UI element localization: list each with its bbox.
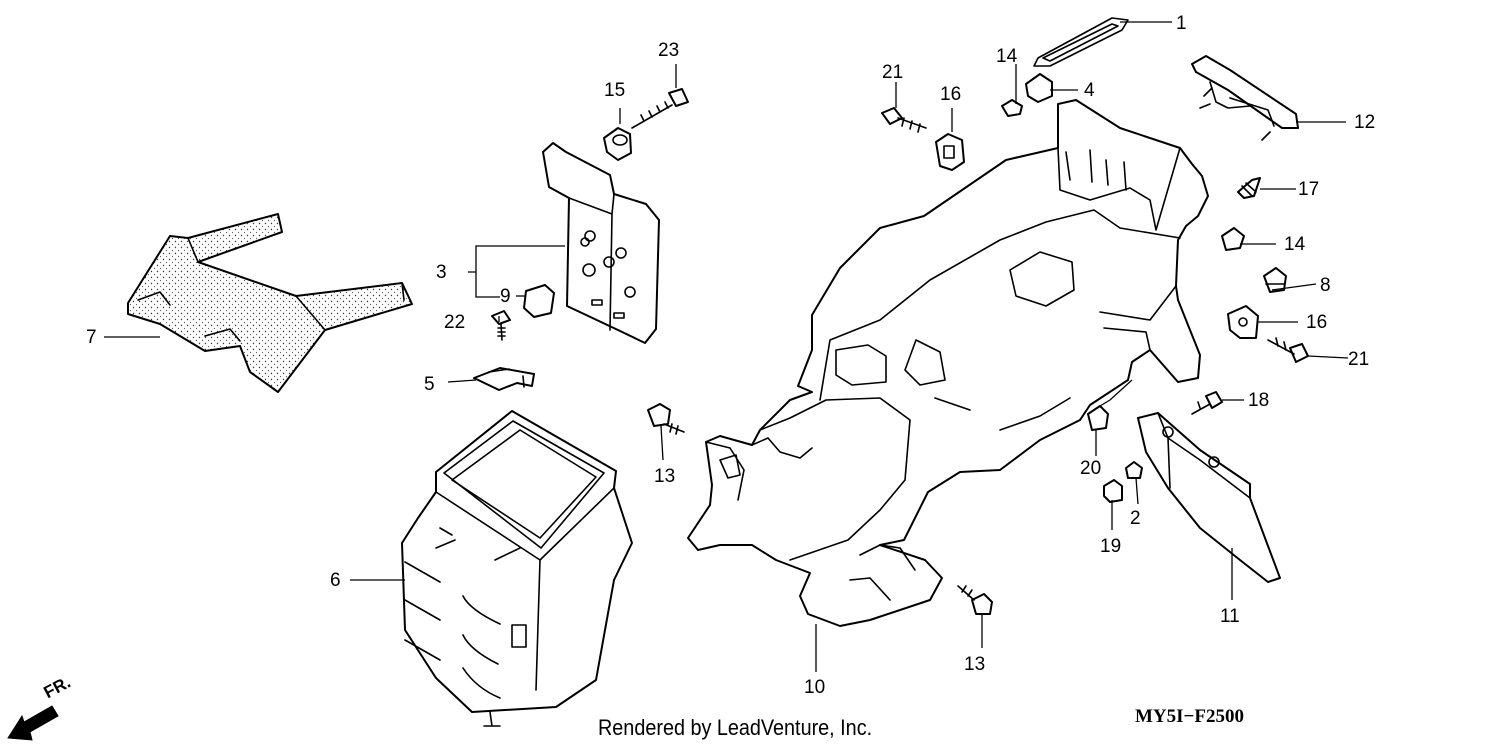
- part-16-clip-right: [1227, 305, 1259, 339]
- callout-21-top: 21: [882, 62, 903, 83]
- callout-10: 10: [804, 677, 825, 698]
- part-16-clip-top: [935, 133, 965, 171]
- render-credit: Rendered by LeadVenture, Inc.: [598, 715, 873, 740]
- part-5-bracket: [473, 367, 535, 391]
- callout-7: 7: [86, 327, 97, 348]
- part-4-clip: [1025, 73, 1053, 103]
- leader-lines: [104, 21, 1349, 672]
- part-7-tray: [127, 213, 413, 393]
- part-21-bolt-right: [1267, 337, 1309, 363]
- part-8-nut: [1263, 267, 1287, 293]
- part-1-gasket: [1033, 17, 1129, 67]
- front-direction-arrow-icon: [7, 705, 59, 741]
- callout-9: 9: [500, 286, 511, 307]
- part-17-clip: [1237, 177, 1261, 199]
- part-11-side-cover: [1137, 412, 1281, 583]
- part-18-screw: [1191, 391, 1223, 415]
- callout-1: 1: [1176, 13, 1187, 34]
- callout-5: 5: [424, 374, 435, 395]
- part-23-bolt: [631, 88, 689, 129]
- part-13-bolt-left: [647, 403, 685, 435]
- part-22-bolt: [491, 310, 511, 341]
- part-15-grommet: [603, 127, 632, 161]
- part-2-washer: [1125, 461, 1143, 479]
- part-20-collar: [1087, 405, 1109, 431]
- callout-15: 15: [604, 80, 625, 101]
- callout-19: 19: [1100, 536, 1121, 557]
- callout-13-left: 13: [654, 466, 675, 487]
- callout-23: 23: [658, 40, 679, 61]
- part-21-bolt-top: [881, 107, 927, 133]
- callout-2: 2: [1130, 508, 1141, 529]
- callout-8: 8: [1320, 275, 1331, 296]
- callout-14-right: 14: [1284, 234, 1306, 255]
- part-9-cushion: [523, 284, 555, 318]
- callout-17: 17: [1298, 179, 1319, 200]
- callout-20: 20: [1080, 458, 1101, 479]
- diagram-code: MY5I−F2500: [1135, 706, 1244, 727]
- callout-13-bottom: 13: [964, 654, 985, 675]
- part-6-airbox: [401, 410, 633, 727]
- callout-12: 12: [1354, 112, 1375, 133]
- callout-4: 4: [1084, 80, 1095, 101]
- part-14-clip-top: [1001, 99, 1023, 117]
- part-19-nut: [1103, 479, 1123, 503]
- callout-labels: 1 2 3 4 5 6 7 8 9 10 11 12 13 13 14 14 1…: [86, 13, 1375, 698]
- callout-18: 18: [1248, 390, 1269, 411]
- callout-22: 22: [444, 312, 465, 333]
- part-3-bracket: [542, 142, 660, 344]
- callout-6: 6: [330, 570, 341, 591]
- callout-11: 11: [1220, 606, 1240, 627]
- callout-3: 3: [436, 262, 447, 283]
- part-13-bolt-bottom: [957, 585, 993, 615]
- part-14-clip-right: [1221, 227, 1245, 251]
- part-10-rear-fender: [687, 99, 1209, 627]
- callout-16-top: 16: [940, 84, 961, 105]
- part-12-bracket: [1191, 55, 1299, 141]
- callout-21-right: 21: [1348, 349, 1369, 370]
- callout-16-right: 16: [1306, 312, 1327, 333]
- callout-14-top: 14: [996, 46, 1018, 67]
